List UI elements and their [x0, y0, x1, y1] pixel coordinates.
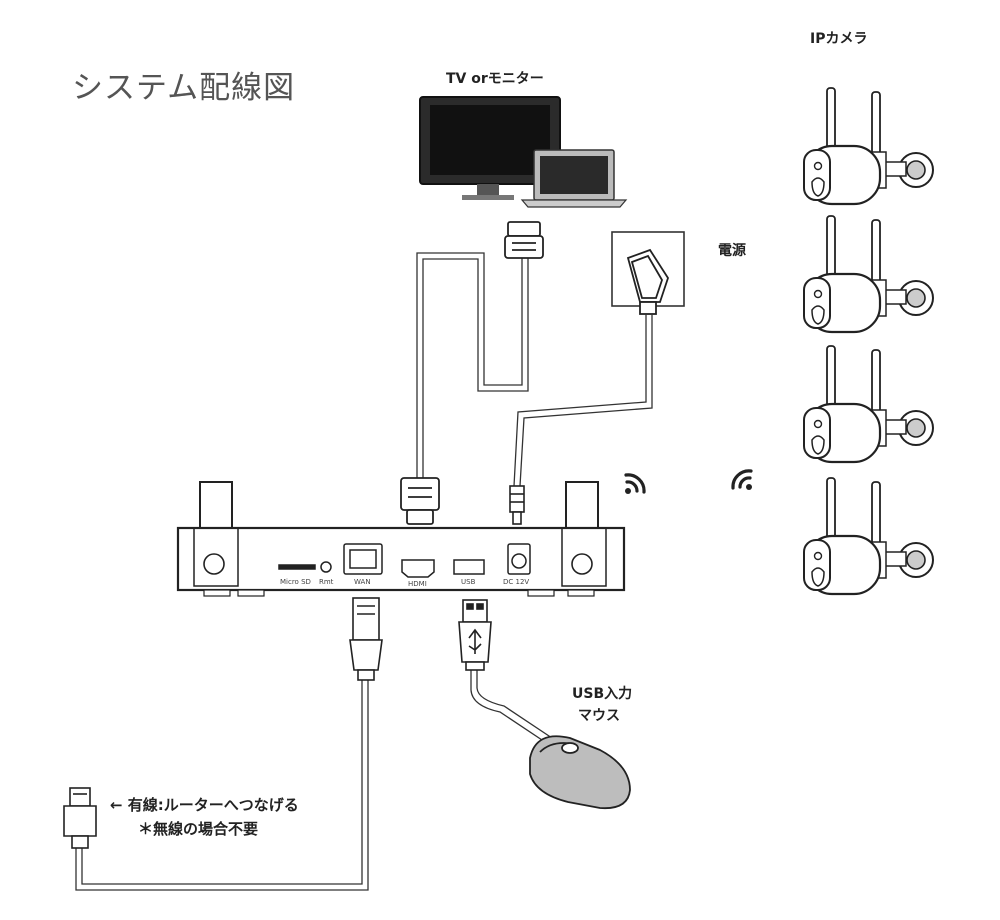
usb-input-label: USB入力: [572, 686, 633, 702]
laptop-icon: [520, 149, 628, 208]
dc-plug-icon: [509, 485, 525, 525]
ip-camera-4-icon: [802, 476, 935, 596]
hdmi-plug-bottom-icon: [400, 477, 440, 525]
tv-monitor-icon: [419, 96, 561, 200]
usb-plug-icon: [458, 599, 492, 671]
power-cable: [513, 314, 653, 487]
wireless-not-needed-note: ＊無線の場合不要: [138, 820, 259, 838]
rj45-plug-bottom-icon: [63, 787, 97, 849]
mouse-icon: [529, 735, 631, 810]
rj45-plug-top-icon: [349, 597, 383, 681]
ethernet-cable: [75, 678, 369, 891]
mouse-label: マウス: [578, 708, 620, 724]
port-label-hdmi: HDMI: [408, 580, 427, 588]
wifi-signal-nvr-icon: [624, 473, 646, 494]
power-adapter-icon: [626, 248, 669, 315]
diagram-title: システム配線図: [72, 70, 296, 106]
ip-camera-label: IPカメラ: [810, 31, 868, 47]
hdmi-plug-top-icon: [504, 221, 544, 259]
port-label-wan: WAN: [354, 578, 371, 586]
wifi-signal-camera-icon: [731, 469, 753, 490]
ip-camera-3-icon: [802, 344, 935, 464]
port-label-reset: Rmt: [319, 578, 334, 586]
usb-cable: [470, 668, 553, 745]
nvr-recorder: [176, 481, 626, 597]
port-label-microsd: Micro SD: [280, 578, 311, 586]
ip-camera-1-icon: [802, 86, 935, 206]
port-label-usb: USB: [461, 578, 476, 586]
nvr-ports: [278, 543, 531, 578]
power-label: 電源: [718, 243, 746, 259]
monitor-label: TV orモニター: [446, 71, 544, 87]
port-label-dc: DC 12V: [503, 578, 530, 586]
ip-camera-2-icon: [802, 214, 935, 334]
hdmi-cable: [416, 252, 529, 480]
wired-router-note: ← 有線:ルーターへつなげる: [110, 796, 299, 814]
